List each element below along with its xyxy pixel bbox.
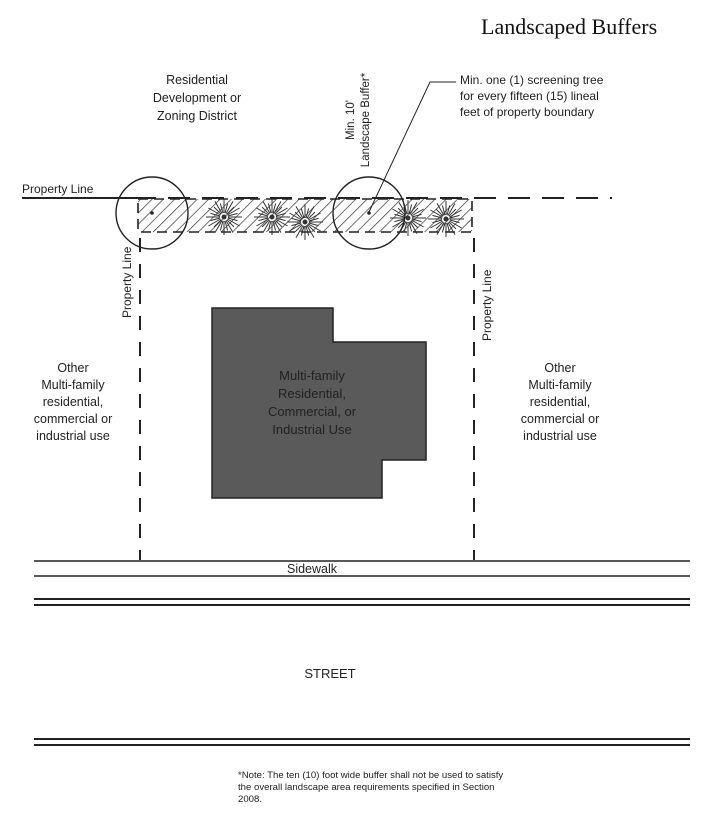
sidewalk-label: Sidewalk [287,562,338,576]
text-line: Landscape Buffer* [360,72,372,167]
text-line: Residential, [278,386,346,401]
property-line-right-label: Property Line [480,269,494,341]
text-line: Commercial, or [268,404,357,419]
property-line-left-label: Property Line [120,246,134,318]
text-line: Industrial Use [272,422,351,437]
text-line: Development or [153,91,241,105]
text-line: residential, [530,395,590,409]
text-line: residential, [43,395,103,409]
buffer-vertical-label: Min. 10'Landscape Buffer* [345,72,372,167]
callout-leader-line [368,81,456,213]
street-label: STREET [304,666,355,681]
text-line: *Note: The ten (10) foot wide buffer sha… [238,770,503,781]
text-line: commercial or [34,412,113,426]
text-line: Other [544,361,575,375]
text-line: feet of property boundary [460,105,594,119]
callout-circle-left [115,176,189,250]
buffer-note: *Note: The ten (10) foot wide buffer sha… [238,770,503,805]
tree-dot-left [150,211,154,215]
text-line: Residential [166,73,228,87]
text-line: industrial use [36,429,110,443]
text-line: 2008. [238,794,262,805]
text-line: Multi-family [41,378,105,392]
text-line: Min. 10' [345,100,357,140]
text-line: Min. one (1) screening tree [460,73,604,87]
text-line: the overall landscape area requirements … [238,782,495,793]
text-line: Zoning District [157,109,237,123]
text-line: Multi-family [279,368,345,383]
screening-tree [287,204,323,240]
text-line: Multi-family [528,378,592,392]
property-line-top-label: Property Line [22,182,94,196]
screening-trees [206,199,464,240]
screening-tree [206,199,242,235]
text-line: commercial or [521,412,600,426]
text-line: for every fifteen (15) lineal [460,89,599,103]
tree-dot-right [367,211,371,215]
page-title: Landscaped Buffers [481,14,658,39]
screening-tree [428,201,464,237]
text-line: industrial use [523,429,597,443]
text-line: Other [57,361,88,375]
screening-callout-label: Min. one (1) screening tree for every fif… [460,73,604,119]
building-footprint [211,307,427,499]
callout-circle-right [332,176,406,250]
screening-tree [254,199,290,235]
